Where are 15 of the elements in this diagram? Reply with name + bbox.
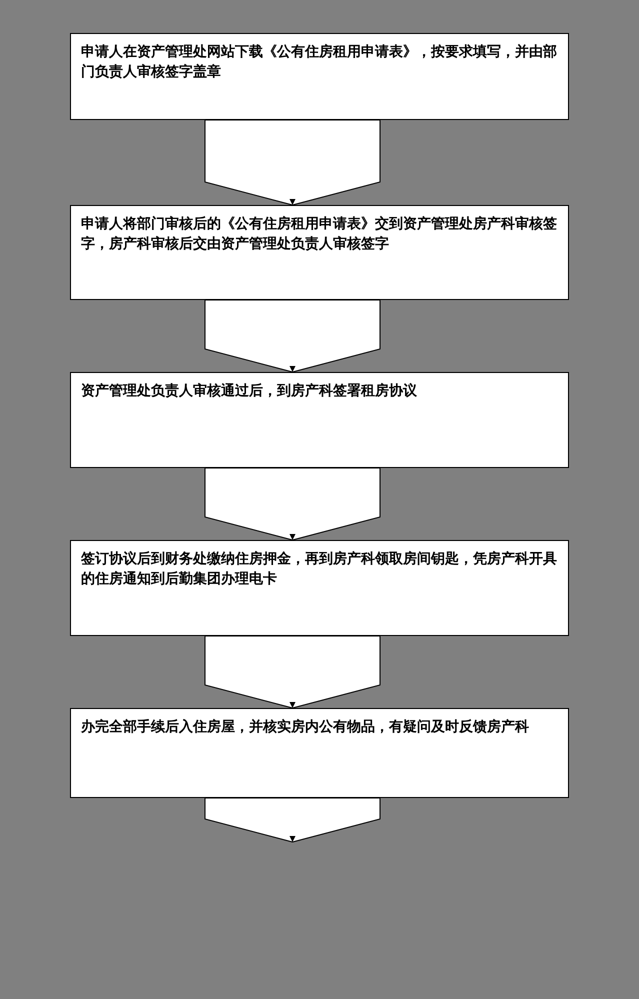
step-text: 申请人将部门审核后的《公有住房租用申请表》交到资产管理处房产科审核签字，房产科审核后交由资产管理处负责人审核签字 <box>81 214 558 254</box>
block-arrow <box>204 300 380 372</box>
process-box <box>70 33 569 120</box>
step-text: 申请人在资产管理处网站下载《公有住房租用申请表》，按要求填写，并由部门负责人审核签字盖章 <box>81 42 558 82</box>
block-arrow <box>204 468 380 540</box>
process-box <box>70 372 569 468</box>
step-text: 资产管理处负责人审核通过后，到房产科签署租房协议 <box>81 382 418 401</box>
block-arrow <box>204 636 380 708</box>
block-arrow <box>204 120 380 206</box>
process-box <box>70 205 569 300</box>
process-box <box>70 708 569 798</box>
step-text: 办完全部手续后入住房屋，并核实房内公有物品，有疑问及时反馈房产科 <box>81 718 530 737</box>
process-box <box>70 540 569 636</box>
block-arrow <box>204 798 380 842</box>
step-text: 签订协议后到财务处缴纳住房押金，再到房产科领取房间钥匙，凭房产科开具的住房通知到后勤集团办理电卡 <box>81 550 558 589</box>
